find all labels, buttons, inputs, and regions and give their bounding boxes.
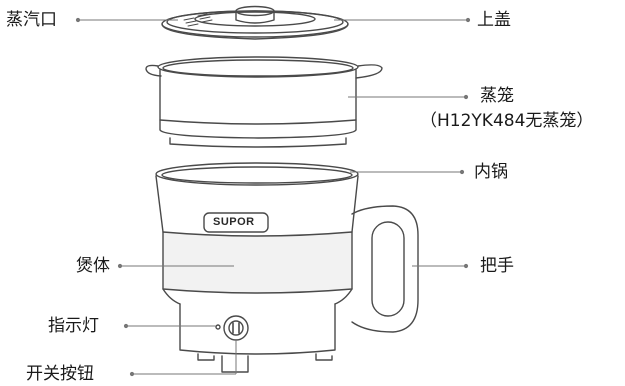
steam-vent-slots xyxy=(183,13,213,27)
brand-badge-frame xyxy=(203,212,269,233)
power-button-ring xyxy=(223,315,249,341)
steamer-part xyxy=(145,56,383,148)
power-button-inner xyxy=(228,320,244,336)
handle-part xyxy=(351,205,419,333)
label-body: 煲体 xyxy=(76,256,110,276)
label-lid: 上盖 xyxy=(477,10,511,30)
brand-logo-text: SUPOR xyxy=(213,216,255,228)
indicator-light-dot xyxy=(215,324,221,330)
label-indicator-light: 指示灯 xyxy=(48,316,99,336)
lid-part xyxy=(161,5,349,40)
label-steamer: 蒸笼 xyxy=(480,86,514,106)
pot-body-part xyxy=(155,162,359,373)
leader-lines xyxy=(75,17,471,377)
label-steam-vent: 蒸汽口 xyxy=(6,10,57,30)
label-handle: 把手 xyxy=(480,256,514,276)
label-steamer-note: （H12YK484无蒸笼） xyxy=(420,111,594,131)
label-inner-pot: 内锅 xyxy=(474,162,508,182)
label-power-button: 开关按钮 xyxy=(26,364,94,384)
